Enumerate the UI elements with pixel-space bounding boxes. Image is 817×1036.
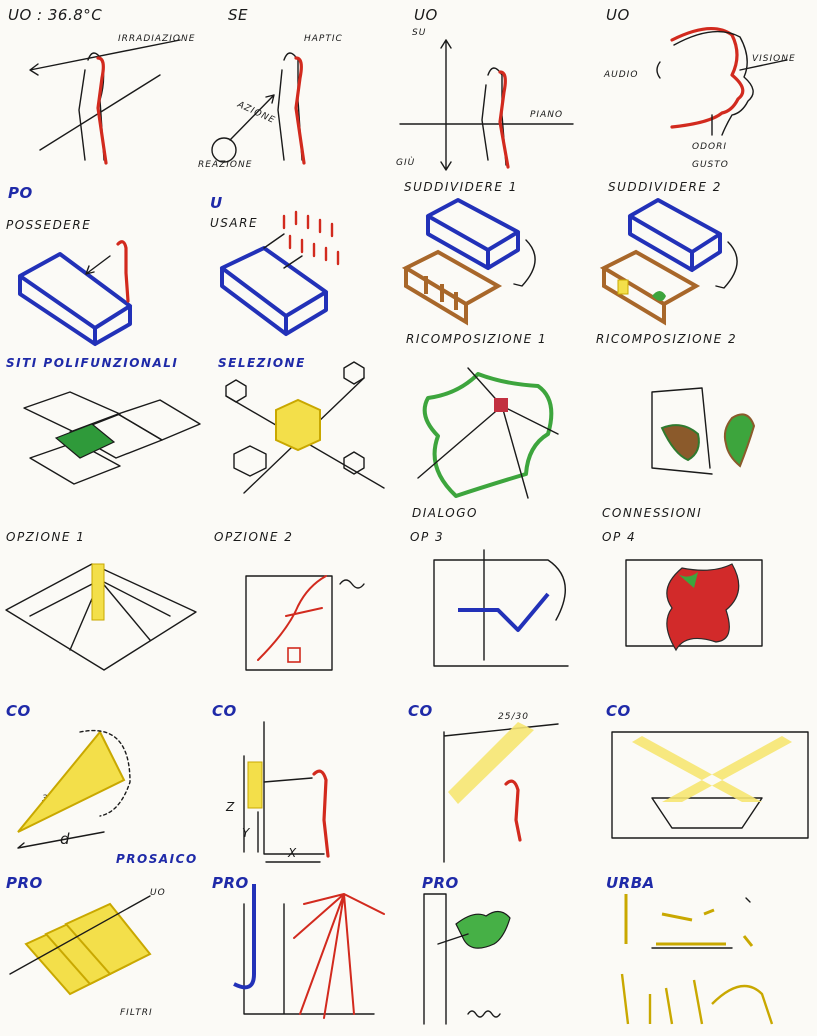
panel-selezione: SELEZIONE [204, 348, 408, 520]
option3-sketch [433, 549, 569, 667]
panel-bottom-label: DIALOGO [412, 506, 478, 520]
panel-urba: URBA [606, 864, 816, 1036]
spotlight-sketch [611, 731, 809, 839]
box-possess-sketch [18, 240, 132, 346]
panel-uo-axes: UO SU GIÙ PIANO [396, 0, 612, 172]
subdivision-sketch-1 [401, 198, 536, 326]
panel-title: OP 4 [602, 530, 637, 544]
label-filtri: FILTRI [120, 1008, 153, 1018]
label-audio: AUDIO [604, 70, 639, 80]
label-uo: UO [150, 888, 166, 898]
panel-op-3: OP 3 [408, 520, 612, 692]
panel-title: SITI POLIFUNZIONALI [6, 356, 179, 370]
label-prosaico: PROSAICO [116, 852, 198, 866]
filters-sketch [9, 895, 152, 996]
panel-pro-filtri: PRO UO FILTRI [0, 864, 204, 1036]
panel-uo-temperature: UO : 36.8°C IRRADIAZIONE [0, 0, 204, 172]
panel-title: SE [228, 6, 248, 24]
panel-suddividere-1: SUDDIVIDERE 1 RICOMPOSIZIONE 1 [401, 176, 612, 348]
panel-title: CO [606, 702, 631, 720]
human-action-sketch [211, 52, 306, 165]
panel-po-possedere: PO POSSEDERE [0, 176, 204, 348]
panel-siti-polifunzionali: SITI POLIFUNZIONALI [0, 348, 204, 520]
label-haptic: HAPTIC [304, 34, 343, 44]
label-y: Y [242, 826, 251, 840]
label-x: X [288, 846, 298, 860]
panel-title: CO [212, 702, 237, 720]
box-usage-sketch [220, 210, 340, 336]
panel-bottom-label: RICOMPOSIZIONE 2 [596, 332, 738, 346]
panel-title: OPZIONE 2 [214, 530, 294, 544]
tower-sketch [423, 893, 511, 1025]
option1-sketch [5, 563, 197, 671]
panel-connessioni: CONNESSIONI [602, 348, 816, 520]
panel-title: UO : 36.8°C [8, 6, 103, 24]
panel-title: CO [408, 702, 433, 720]
label-su: SU [412, 28, 427, 38]
selection-cube-sketch [225, 361, 385, 494]
panel-title: CO [6, 702, 31, 720]
panel-u-usare: U USARE [204, 176, 408, 348]
label-gusto: GUSTO [692, 160, 729, 170]
panel-title: UO [606, 6, 630, 24]
panel-title: PRO [6, 874, 43, 892]
label-z: Z [226, 800, 236, 814]
panel-co-prosaico: CO 30° d PROSAICO [0, 692, 204, 866]
panel-bottom-label: CONNESSIONI [602, 506, 703, 520]
subdivision-sketch-2 [599, 198, 738, 326]
dialogue-shape-sketch [417, 367, 559, 499]
connections-sketch [651, 387, 756, 475]
panel-subtitle: USARE [210, 216, 259, 230]
label-angle-range: 25/30 [498, 712, 529, 722]
panel-title: PRO [212, 874, 249, 892]
head-senses-sketch [656, 26, 788, 136]
panel-subtitle: POSSEDERE [6, 218, 92, 232]
panel-pro-tower: PRO [408, 864, 612, 1036]
panel-pro-flows: PRO [204, 864, 408, 1036]
panel-op-4: OP 4 [602, 520, 816, 692]
flows-sketch [233, 884, 385, 1019]
light-beam-sketch [443, 722, 559, 863]
panel-title: SUDDIVIDERE 1 [404, 180, 518, 194]
label-odori: ODORI [692, 142, 728, 152]
multifunction-sites-sketch [23, 391, 201, 485]
panel-title: SUDDIVIDERE 2 [608, 180, 722, 194]
viewing-angle-sketch [17, 730, 131, 849]
panel-dialogo: DIALOGO [408, 348, 612, 520]
urban-sketch [620, 894, 774, 1025]
label-piano: PIANO [530, 110, 564, 120]
panel-opzione-2: OPZIONE 2 [204, 520, 408, 692]
panel-uo-senses: UO AUDIO VISIONE ODORI GUSTO [604, 0, 816, 172]
panel-co-measure: CO X Y Z [204, 692, 408, 864]
panel-title: UO [414, 6, 438, 24]
axes-sketch [399, 39, 574, 171]
label-irradiazione: IRRADIAZIONE [118, 34, 196, 44]
label-giu: GIÙ [396, 158, 416, 168]
panel-se-haptic: SE HAPTIC AZIONE REAZIONE [198, 0, 408, 172]
panel-co-lightbeam: CO 25/30 [408, 692, 612, 864]
panel-co-spotlights: CO [606, 692, 816, 864]
panel-title: URBA [606, 874, 655, 892]
panel-title: OPZIONE 1 [6, 530, 86, 544]
panel-suddividere-2: SUDDIVIDERE 2 RICOMPOSIZIONE 2 [596, 176, 816, 348]
panel-opzione-1: OPZIONE 1 [0, 520, 204, 692]
panel-bottom-label: RICOMPOSIZIONE 1 [406, 332, 548, 346]
measurement-sketch [243, 721, 330, 863]
panel-title: U [210, 194, 223, 212]
panel-title: OP 3 [410, 530, 445, 544]
label-reazione: REAZIONE [198, 160, 253, 170]
option2-sketch [245, 575, 365, 671]
option4-sketch [625, 559, 763, 652]
label-visione: VISIONE [752, 54, 796, 64]
panel-title: PO [8, 184, 33, 202]
panel-title: PRO [422, 874, 459, 892]
human-radiation-sketch [29, 39, 181, 165]
panel-title: SELEZIONE [218, 356, 306, 370]
